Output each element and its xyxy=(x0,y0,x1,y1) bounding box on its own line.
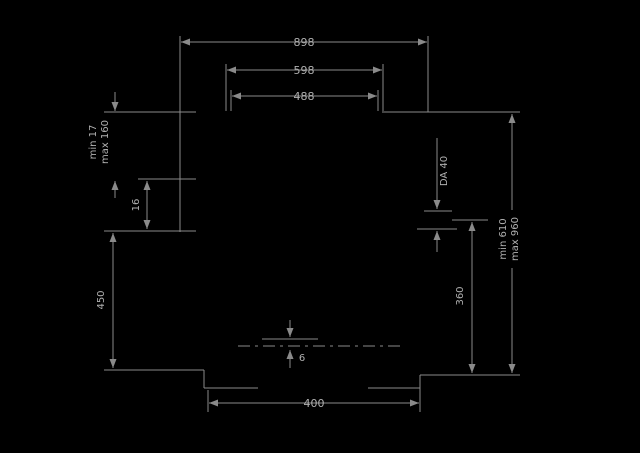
dim-inner-width-label: 488 xyxy=(294,90,315,103)
dim-duct-label: DA 40 xyxy=(439,156,450,186)
dim-hob-clearance: min 610 max 960 xyxy=(498,114,524,373)
dim-mid-width: 598 xyxy=(227,64,382,77)
object-outline xyxy=(104,36,520,412)
dim-left-height-label: 450 xyxy=(96,290,107,309)
dim-bracket-offset: 16 xyxy=(131,181,151,229)
dim-top-clearance-line2: max 160 xyxy=(100,120,111,164)
dim-hob-clearance-line2: max 960 xyxy=(510,217,521,261)
dim-duct: DA 40 xyxy=(433,138,450,252)
dim-inner-width: 488 xyxy=(232,90,377,103)
dim-bottom-width: 400 xyxy=(209,397,419,410)
dim-bracket-offset-label: 16 xyxy=(131,199,142,212)
dim-right-height-label: 360 xyxy=(455,286,466,305)
dim-overall-width: 898 xyxy=(181,36,427,49)
dim-panel-gap-label: 6 xyxy=(299,353,305,364)
dim-overall-width-label: 898 xyxy=(294,36,315,49)
dim-right-height: 360 xyxy=(455,222,476,373)
dim-mid-width-label: 598 xyxy=(294,64,315,77)
dim-left-height: 450 xyxy=(96,233,117,368)
dim-top-clearance-line1: min 17 xyxy=(88,125,99,160)
dim-panel-gap: 6 xyxy=(238,320,402,368)
dim-top-clearance: min 17 max 160 xyxy=(88,92,119,198)
dim-hob-clearance-line1: min 610 xyxy=(498,218,509,259)
dim-bottom-width-label: 400 xyxy=(304,397,325,410)
